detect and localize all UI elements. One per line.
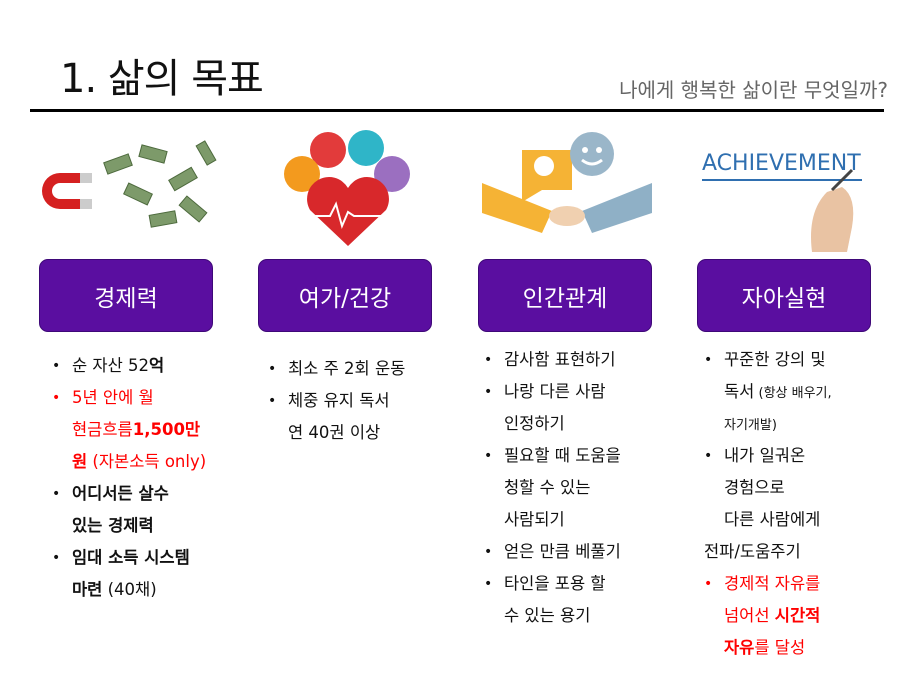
list-item-text: 억 xyxy=(149,356,165,375)
list-item-text: 최소 주 2회 운동 xyxy=(288,359,406,378)
list-item-text: 얻은 만큼 베풀기 xyxy=(504,542,621,561)
list-item-text: 넘어선 xyxy=(724,606,775,625)
bullet-icon: • xyxy=(52,486,61,502)
list-item: • 내가 일궈온 xyxy=(704,440,832,472)
category-button-relationships[interactable]: 인간관계 xyxy=(478,259,652,332)
list-item-text: 다른 사람에게 xyxy=(724,510,821,529)
list-item-text: 현금흐름 xyxy=(72,420,133,439)
list-item: • 최소 주 2회 운동 xyxy=(268,353,405,385)
bullet-icon: • xyxy=(704,448,713,464)
list-item-text: 수 있는 용기 xyxy=(504,606,591,625)
list-item-text: 자유 xyxy=(724,638,755,657)
list-item-continuation: 자유를 달성 xyxy=(704,632,832,664)
category-button-economy[interactable]: 경제력 xyxy=(39,259,213,332)
list-item-text: 타인을 포용 할 xyxy=(504,574,606,593)
list-item: • 체중 유지 독서 xyxy=(268,385,405,417)
list-item-continuation: 넘어선 시간적 xyxy=(704,600,832,632)
page-subtitle: 나에게 행복한 삶이란 무엇일까? xyxy=(619,78,888,102)
bullet-icon: • xyxy=(268,393,277,409)
list-item: • 순 자산 52억 xyxy=(52,350,206,382)
bullet-icon: • xyxy=(484,384,493,400)
list-item: • 나랑 다른 사람 xyxy=(484,376,621,408)
list-item-continuation: 현금흐름1,500만 xyxy=(52,414,206,446)
title-divider xyxy=(30,109,884,112)
health-leisure-image xyxy=(284,130,410,246)
list-item-text: 임대 소득 시스템 xyxy=(72,548,190,567)
list-item: • 경제적 자유를 xyxy=(704,568,832,600)
list-item-text: (항상 배우기, xyxy=(754,386,832,401)
list-item: • 임대 소득 시스템 xyxy=(52,542,206,574)
list-item-text: 경험으로 xyxy=(724,478,785,497)
list-item-text: 독서 xyxy=(724,382,755,401)
list-item-text: 를 달성 xyxy=(754,638,806,657)
category-button-self-actualization[interactable]: 자아실현 xyxy=(697,259,871,332)
bullet-icon: • xyxy=(484,576,493,592)
list-item: • 감사함 표현하기 xyxy=(484,344,621,376)
list-item-text: 연 40권 이상 xyxy=(288,423,381,442)
list-item-continuation: 사람되기 xyxy=(484,504,621,536)
bullet-icon: • xyxy=(484,544,493,560)
list-item-continuation: 연 40권 이상 xyxy=(268,417,405,449)
list-item-continuation: 전파/도움주기 xyxy=(704,536,832,568)
bullet-icon: • xyxy=(52,358,61,374)
list-item-continuation: 있는 경제력 xyxy=(52,510,206,542)
list-item: • 꾸준한 강의 및 xyxy=(704,344,832,376)
list-item-text: 인정하기 xyxy=(504,414,565,433)
list-item-text: 사람되기 xyxy=(504,510,565,529)
list-item-text: 있는 경제력 xyxy=(72,516,154,535)
category-button-leisure-health[interactable]: 여가/건강 xyxy=(258,259,432,332)
list-item-continuation: 청할 수 있는 xyxy=(484,472,621,504)
list-item-text: 원 xyxy=(72,452,88,471)
bullet-icon: • xyxy=(704,576,713,592)
list-item-text: (40채) xyxy=(102,580,157,599)
relationship-handshake-image xyxy=(482,132,652,233)
bullet-icon: • xyxy=(52,390,61,406)
list-item-continuation: 독서 (항상 배우기, xyxy=(704,376,832,408)
list-item-continuation: 수 있는 용기 xyxy=(484,600,621,632)
list-item-continuation: 경험으로 xyxy=(704,472,832,504)
list-item-continuation: 자기개발) xyxy=(704,408,832,440)
list-item: • 어디서든 살수 xyxy=(52,478,206,510)
list-item: • 필요할 때 도움을 xyxy=(484,440,621,472)
bullet-icon: • xyxy=(484,352,493,368)
achievement-image: ACHIEVEMENT xyxy=(702,151,862,252)
list-item-text: 꾸준한 강의 및 xyxy=(724,350,826,369)
list-item-text: 전파/도움주기 xyxy=(704,542,801,561)
list-item-text: 청할 수 있는 xyxy=(504,478,591,497)
bullet-icon: • xyxy=(484,448,493,464)
list-item-text: 내가 일궈온 xyxy=(724,446,806,465)
list-item: • 타인을 포용 할 xyxy=(484,568,621,600)
list-item-text: 순 자산 52 xyxy=(72,356,150,375)
list-item-text: 경제적 자유를 xyxy=(724,574,821,593)
list-item-text: 체중 유지 독서 xyxy=(288,391,390,410)
bullet-icon: • xyxy=(268,361,277,377)
list-item-text: 시간적 xyxy=(774,606,821,625)
list-item-text: 마련 xyxy=(72,580,103,599)
list-item-text: 자기개발) xyxy=(724,418,777,433)
achievement-text: ACHIEVEMENT xyxy=(702,151,861,176)
money-magnet-image xyxy=(42,140,217,228)
bullet-icon: • xyxy=(704,352,713,368)
list-item-text: 5년 안에 월 xyxy=(72,388,154,407)
bullet-icon: • xyxy=(52,550,61,566)
list-item-text: (자본소득 only) xyxy=(87,452,207,471)
list-item-continuation: 다른 사람에게 xyxy=(704,504,832,536)
list-item-continuation: 인정하기 xyxy=(484,408,621,440)
list-item-continuation: 원 (자본소득 only) xyxy=(52,446,206,478)
list-item: • 5년 안에 월 xyxy=(52,382,206,414)
list-item-text: 1,500만 xyxy=(132,420,201,439)
list-item: • 얻은 만큼 베풀기 xyxy=(484,536,621,568)
list-item-text: 나랑 다른 사람 xyxy=(504,382,606,401)
list-item-text: 필요할 때 도움을 xyxy=(504,446,621,465)
list-item-text: 감사함 표현하기 xyxy=(504,350,616,369)
list-item-text: 어디서든 살수 xyxy=(72,484,169,503)
list-item-continuation: 마련 (40채) xyxy=(52,574,206,606)
page-title: 1. 삶의 목표 xyxy=(60,56,264,102)
